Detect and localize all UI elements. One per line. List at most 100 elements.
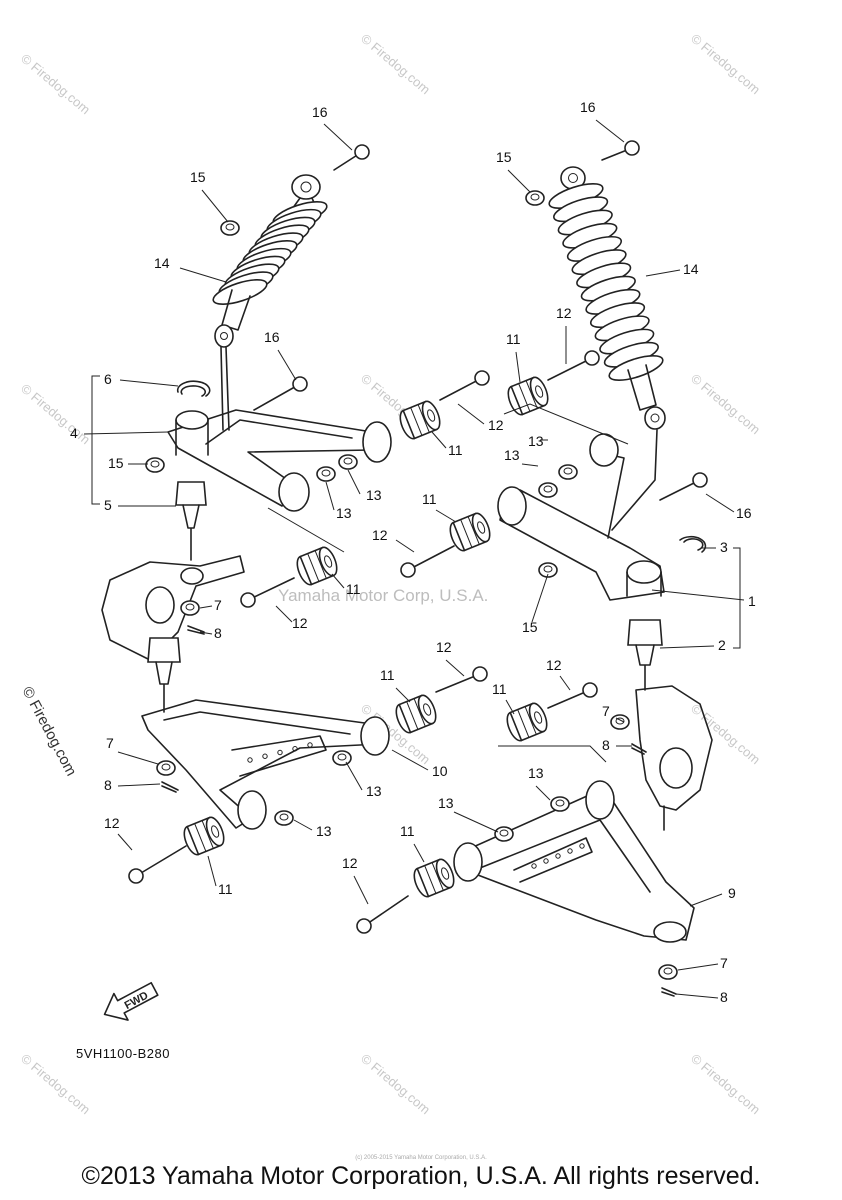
callout-leader	[615, 717, 625, 723]
site-watermark: © Firedog.com	[688, 701, 763, 767]
nut	[538, 482, 558, 498]
callout-leader	[395, 539, 415, 553]
site-watermark: © Firedog.com	[18, 51, 93, 117]
callout-leader	[651, 589, 745, 601]
callout-13: 13	[528, 433, 544, 449]
callout-11: 11	[506, 331, 521, 347]
callout-leader	[453, 811, 499, 833]
nut	[145, 457, 165, 473]
bolt	[435, 666, 488, 693]
callout-16: 16	[736, 505, 752, 521]
site-watermark: © Firedog.com	[18, 381, 93, 447]
callout-leader	[201, 189, 229, 223]
callout-leader	[505, 699, 515, 715]
callout-leader	[535, 785, 551, 801]
callout-leader	[117, 833, 133, 851]
fine-print: (c) 2005-2015 Yamaha Motor Corporation, …	[355, 1155, 487, 1161]
callout-6: 6	[104, 371, 112, 387]
arm-hole	[277, 749, 283, 756]
site-watermark: © Firedog.com	[688, 31, 763, 97]
callout-12: 12	[556, 305, 572, 321]
callout-12: 12	[546, 657, 562, 673]
callout-7: 7	[214, 597, 222, 613]
callout-9: 9	[728, 885, 736, 901]
callout-2: 2	[718, 637, 726, 653]
callout-leader	[705, 493, 735, 513]
callout-leader	[515, 351, 521, 383]
callout-leader	[347, 469, 361, 495]
callout-13: 13	[366, 487, 382, 503]
callout-12: 12	[104, 815, 120, 831]
nut	[494, 826, 514, 842]
nut	[338, 454, 358, 470]
callout-leader	[435, 509, 457, 523]
callout-13: 13	[336, 505, 352, 521]
callout-7: 7	[720, 955, 728, 971]
callout-15: 15	[496, 149, 512, 165]
callout-leader	[277, 349, 297, 381]
nut	[156, 760, 176, 776]
callout-leader	[677, 963, 719, 971]
fwd-arrow: FWD	[103, 981, 159, 1021]
callout-leader	[83, 431, 169, 435]
callout-8: 8	[104, 777, 112, 793]
callout-12: 12	[342, 855, 358, 871]
nut	[332, 750, 352, 766]
arm-hole	[262, 753, 268, 759]
right-ball-joint	[627, 619, 663, 691]
callout-leader	[659, 645, 715, 649]
callout-leader	[391, 749, 429, 771]
arm-hole	[292, 746, 298, 752]
bolt	[400, 545, 455, 578]
spring-coil	[212, 279, 268, 305]
nut	[658, 964, 678, 980]
diagram-code: 5VH1100-B280	[76, 1046, 170, 1061]
callout-leader	[323, 123, 353, 151]
callout-leader	[199, 631, 213, 635]
arm-hole	[543, 858, 549, 864]
callout-11: 11	[380, 667, 395, 683]
left-lower-ball-joint	[147, 637, 181, 713]
bushing	[399, 400, 441, 440]
callout-10: 10	[432, 763, 448, 779]
callout-12: 12	[436, 639, 452, 655]
nut	[550, 796, 570, 812]
bracket-line-13-c	[498, 745, 607, 763]
callout-leader	[345, 761, 363, 791]
callout-12: 12	[488, 417, 504, 433]
callout-13: 13	[438, 795, 454, 811]
bushing-group	[183, 376, 549, 898]
site-watermark: © Firedog.com	[358, 31, 433, 97]
callout-11: 11	[218, 881, 233, 897]
callout-leader	[353, 875, 369, 905]
callout-15: 15	[108, 455, 124, 471]
callout-leader	[199, 605, 213, 609]
right-circlip	[679, 535, 707, 553]
left-shock-absorber	[212, 174, 328, 431]
callout-11: 11	[492, 681, 507, 697]
bracket-line-11-a	[267, 507, 345, 553]
callout-leader	[395, 687, 411, 703]
callout-16: 16	[580, 99, 596, 115]
callout-11: 11	[448, 442, 463, 458]
callout-8: 8	[214, 625, 222, 641]
arm-hole	[307, 742, 313, 748]
bolt	[659, 472, 708, 501]
callout-leader	[531, 573, 549, 623]
nut	[538, 562, 558, 578]
nut	[610, 714, 630, 730]
callout-13: 13	[366, 783, 382, 799]
nut	[316, 466, 336, 482]
left-circlip	[176, 380, 211, 397]
callout-leader	[521, 463, 539, 467]
callout-4: 4	[70, 425, 78, 441]
callout-leader	[595, 119, 625, 143]
site-watermark: © Firedog.com	[688, 1051, 763, 1117]
nut	[558, 464, 578, 480]
callout-leader	[457, 403, 485, 425]
right-shock-absorber	[548, 166, 666, 531]
callout-leader	[645, 269, 681, 277]
callout-15: 15	[522, 619, 538, 635]
